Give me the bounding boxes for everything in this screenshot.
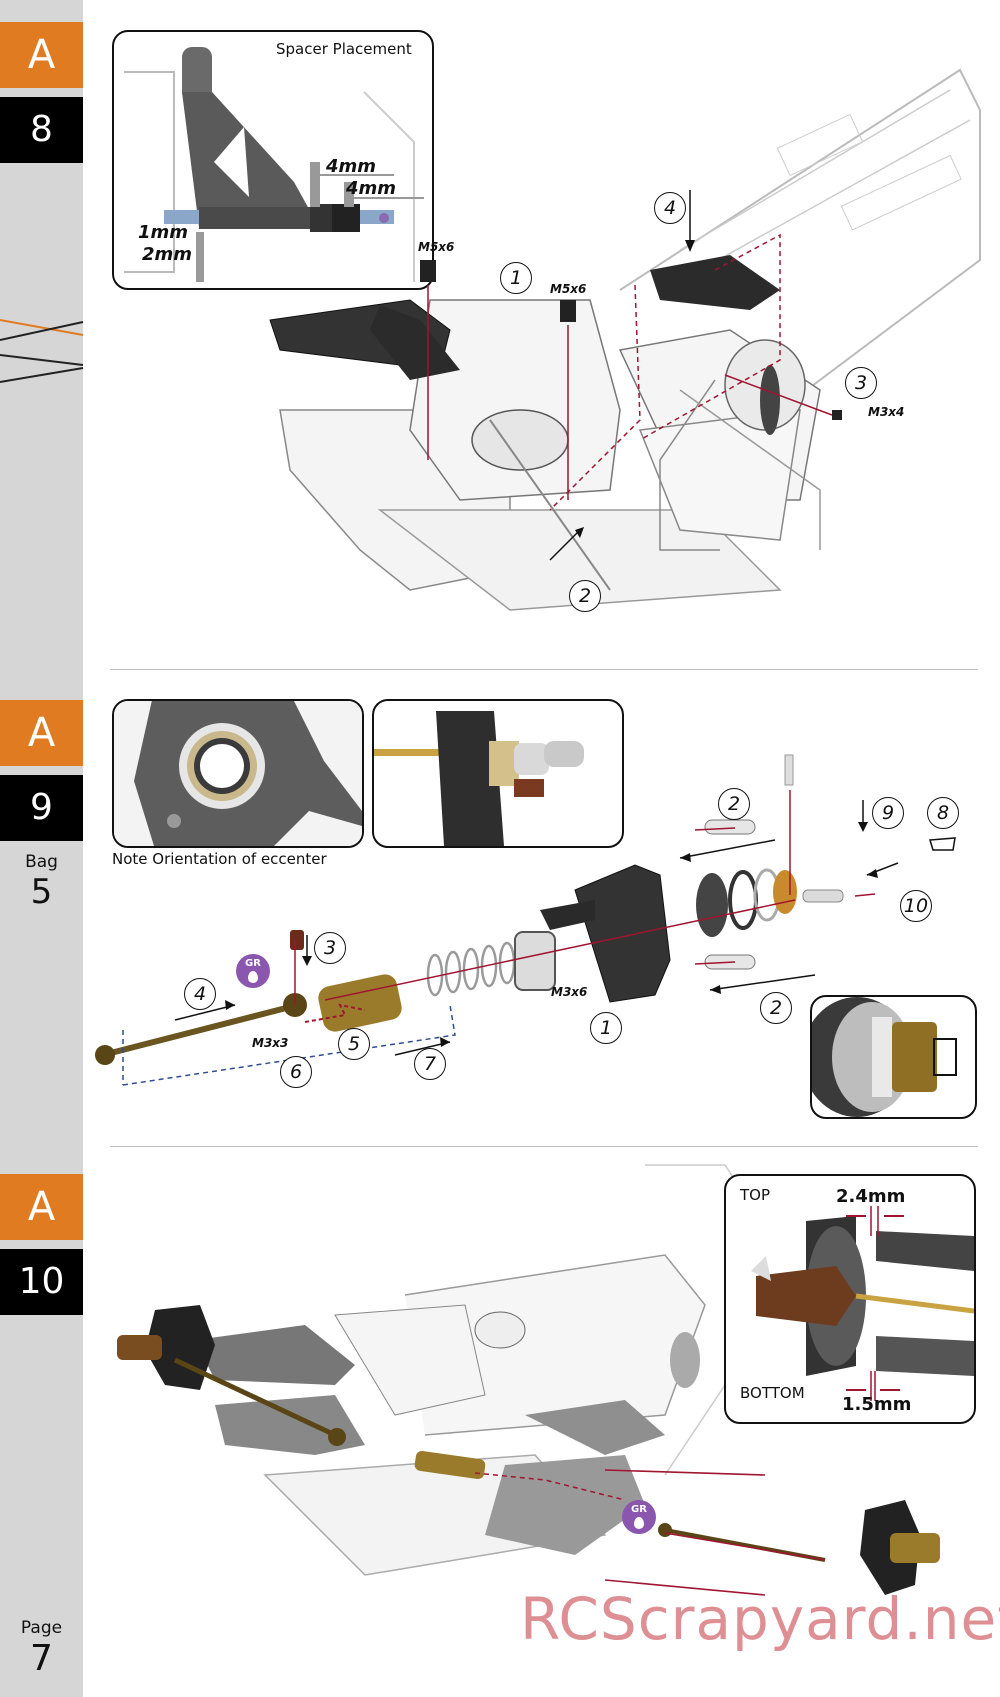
step-marker: 3 <box>314 932 346 964</box>
spacer-2mm-label: 2mm <box>142 244 193 265</box>
step-marker: 2 <box>718 788 750 820</box>
eccenter-detail-inset <box>112 699 364 848</box>
step-marker: 2 <box>760 992 792 1024</box>
step-number-tab: 8 <box>0 97 83 163</box>
section-letter-tab: A <box>0 22 83 88</box>
step-marker: 7 <box>414 1048 446 1080</box>
page-label: Page <box>20 1618 63 1638</box>
axle-orientation-inset <box>372 699 624 848</box>
spacer-4mm-label: 4mm <box>346 178 397 199</box>
screw-m3x3-label: M3x3 <box>252 1036 289 1050</box>
spacer-placement-inset: Spacer Placement 4mm 4mm 1mm 2mm <box>112 30 434 290</box>
page-number: 7 <box>30 1638 53 1679</box>
watermark: RCScrapyard.net <box>520 1585 1000 1653</box>
step-marker: 4 <box>184 978 216 1010</box>
section-letter-tab: A <box>0 1174 83 1240</box>
grease-icon: GR <box>622 1500 656 1534</box>
section-divider <box>110 669 978 670</box>
bag-label: Bag <box>25 852 58 872</box>
sidebar: A 8 A 9 Bag 5 A 10 Page 7 <box>0 0 83 1697</box>
spacer-1mm-label: 1mm <box>138 222 189 243</box>
step-marker: 6 <box>280 1056 312 1088</box>
chassis-assembly-illustration <box>269 68 981 611</box>
hub-detail-inset <box>810 995 977 1119</box>
spacer-diagram <box>124 47 424 282</box>
suspension-assembly-illustration <box>117 1164 940 1596</box>
grease-icon: GR <box>236 954 270 988</box>
section-letter-tab: A <box>0 700 83 766</box>
step-marker: 1 <box>500 262 532 294</box>
screw-m3x4-label: M3x4 <box>868 405 905 419</box>
screw-m5x6-label: M5x6 <box>550 282 587 296</box>
inset-title: Spacer Placement <box>276 40 412 58</box>
step-marker: 9 <box>872 797 904 829</box>
top-label: TOP <box>740 1186 771 1204</box>
step-marker: 5 <box>338 1028 370 1060</box>
screw-m5x6-label: M5x6 <box>418 240 455 254</box>
screw-m3x6-label: M3x6 <box>551 985 588 999</box>
axle-assembly-illustration <box>95 754 956 1086</box>
axle-gap-inset: TOP BOTTOM 2.4mm 1.5mm <box>724 1174 976 1424</box>
step-number-tab: 10 <box>0 1249 83 1315</box>
decorative-lines <box>0 319 84 383</box>
bag-number: 5 <box>30 872 53 912</box>
step-marker: 8 <box>927 797 959 829</box>
step-marker: 2 <box>569 580 601 612</box>
spacer-4mm-label: 4mm <box>326 156 377 177</box>
eccenter-note: Note Orientation of eccenter <box>112 850 327 868</box>
step-marker: 3 <box>845 367 877 399</box>
step-marker: 4 <box>654 192 686 224</box>
step-number-tab: 9 <box>0 775 83 841</box>
step-marker: 1 <box>590 1012 622 1044</box>
bottom-label: BOTTOM <box>740 1384 805 1402</box>
section-divider <box>110 1146 978 1147</box>
bottom-gap-label: 1.5mm <box>842 1394 912 1415</box>
step-marker: 10 <box>900 890 932 922</box>
top-gap-label: 2.4mm <box>836 1186 906 1207</box>
